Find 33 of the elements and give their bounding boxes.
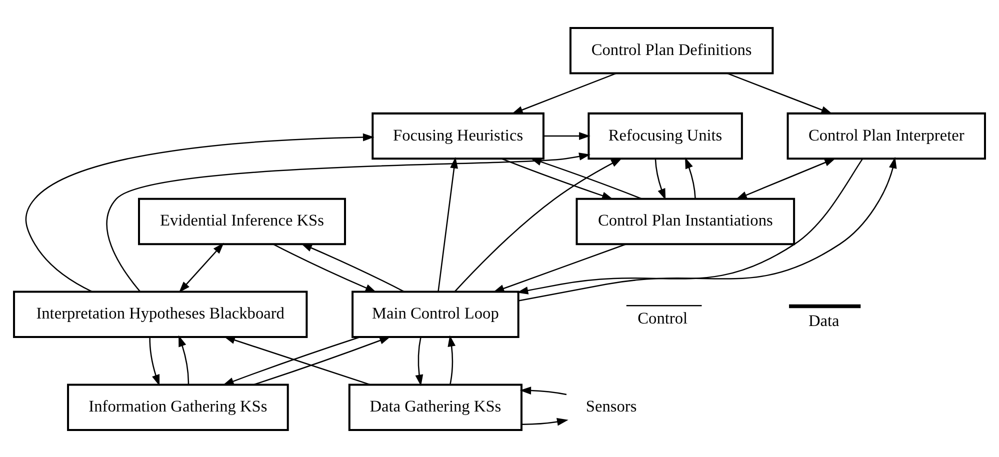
arrow (253, 336, 391, 385)
arrow (520, 386, 567, 395)
arrow (178, 242, 224, 292)
node-box: Refocusing Units (588, 112, 743, 160)
arrow (492, 243, 626, 292)
arrow (522, 417, 568, 426)
arrow (438, 156, 458, 291)
node-box: Information Gathering KSs (67, 383, 289, 430)
node-box: Main Control Loop (352, 290, 520, 338)
node-box: Data Gathering KSs (348, 383, 522, 430)
node-box: Control Plan Interpreter (786, 112, 986, 160)
arrow (727, 72, 833, 114)
node-text: Sensors (586, 396, 637, 416)
arrow (654, 158, 666, 200)
legend-label: Data (808, 310, 840, 330)
legend-label: Control (638, 308, 688, 328)
arrow (106, 152, 590, 292)
arrow (544, 132, 590, 140)
arrow (512, 72, 616, 114)
node-box: Interpretation Hypotheses Blackboard (13, 290, 308, 338)
arrow (685, 156, 696, 198)
arrow (149, 336, 160, 386)
arrow (300, 242, 404, 292)
node-box: Control Plan Definitions (569, 26, 774, 74)
node-box: Control Plan Instantiations (576, 197, 796, 245)
arrow (736, 158, 836, 199)
arrow (272, 243, 377, 292)
node-box: Focusing Heuristics (372, 112, 544, 160)
arrow (448, 334, 456, 384)
arrow (178, 334, 190, 384)
arrow (415, 336, 424, 386)
node-box: Evidential Inference KSs (138, 197, 346, 245)
arrow (25, 132, 374, 292)
